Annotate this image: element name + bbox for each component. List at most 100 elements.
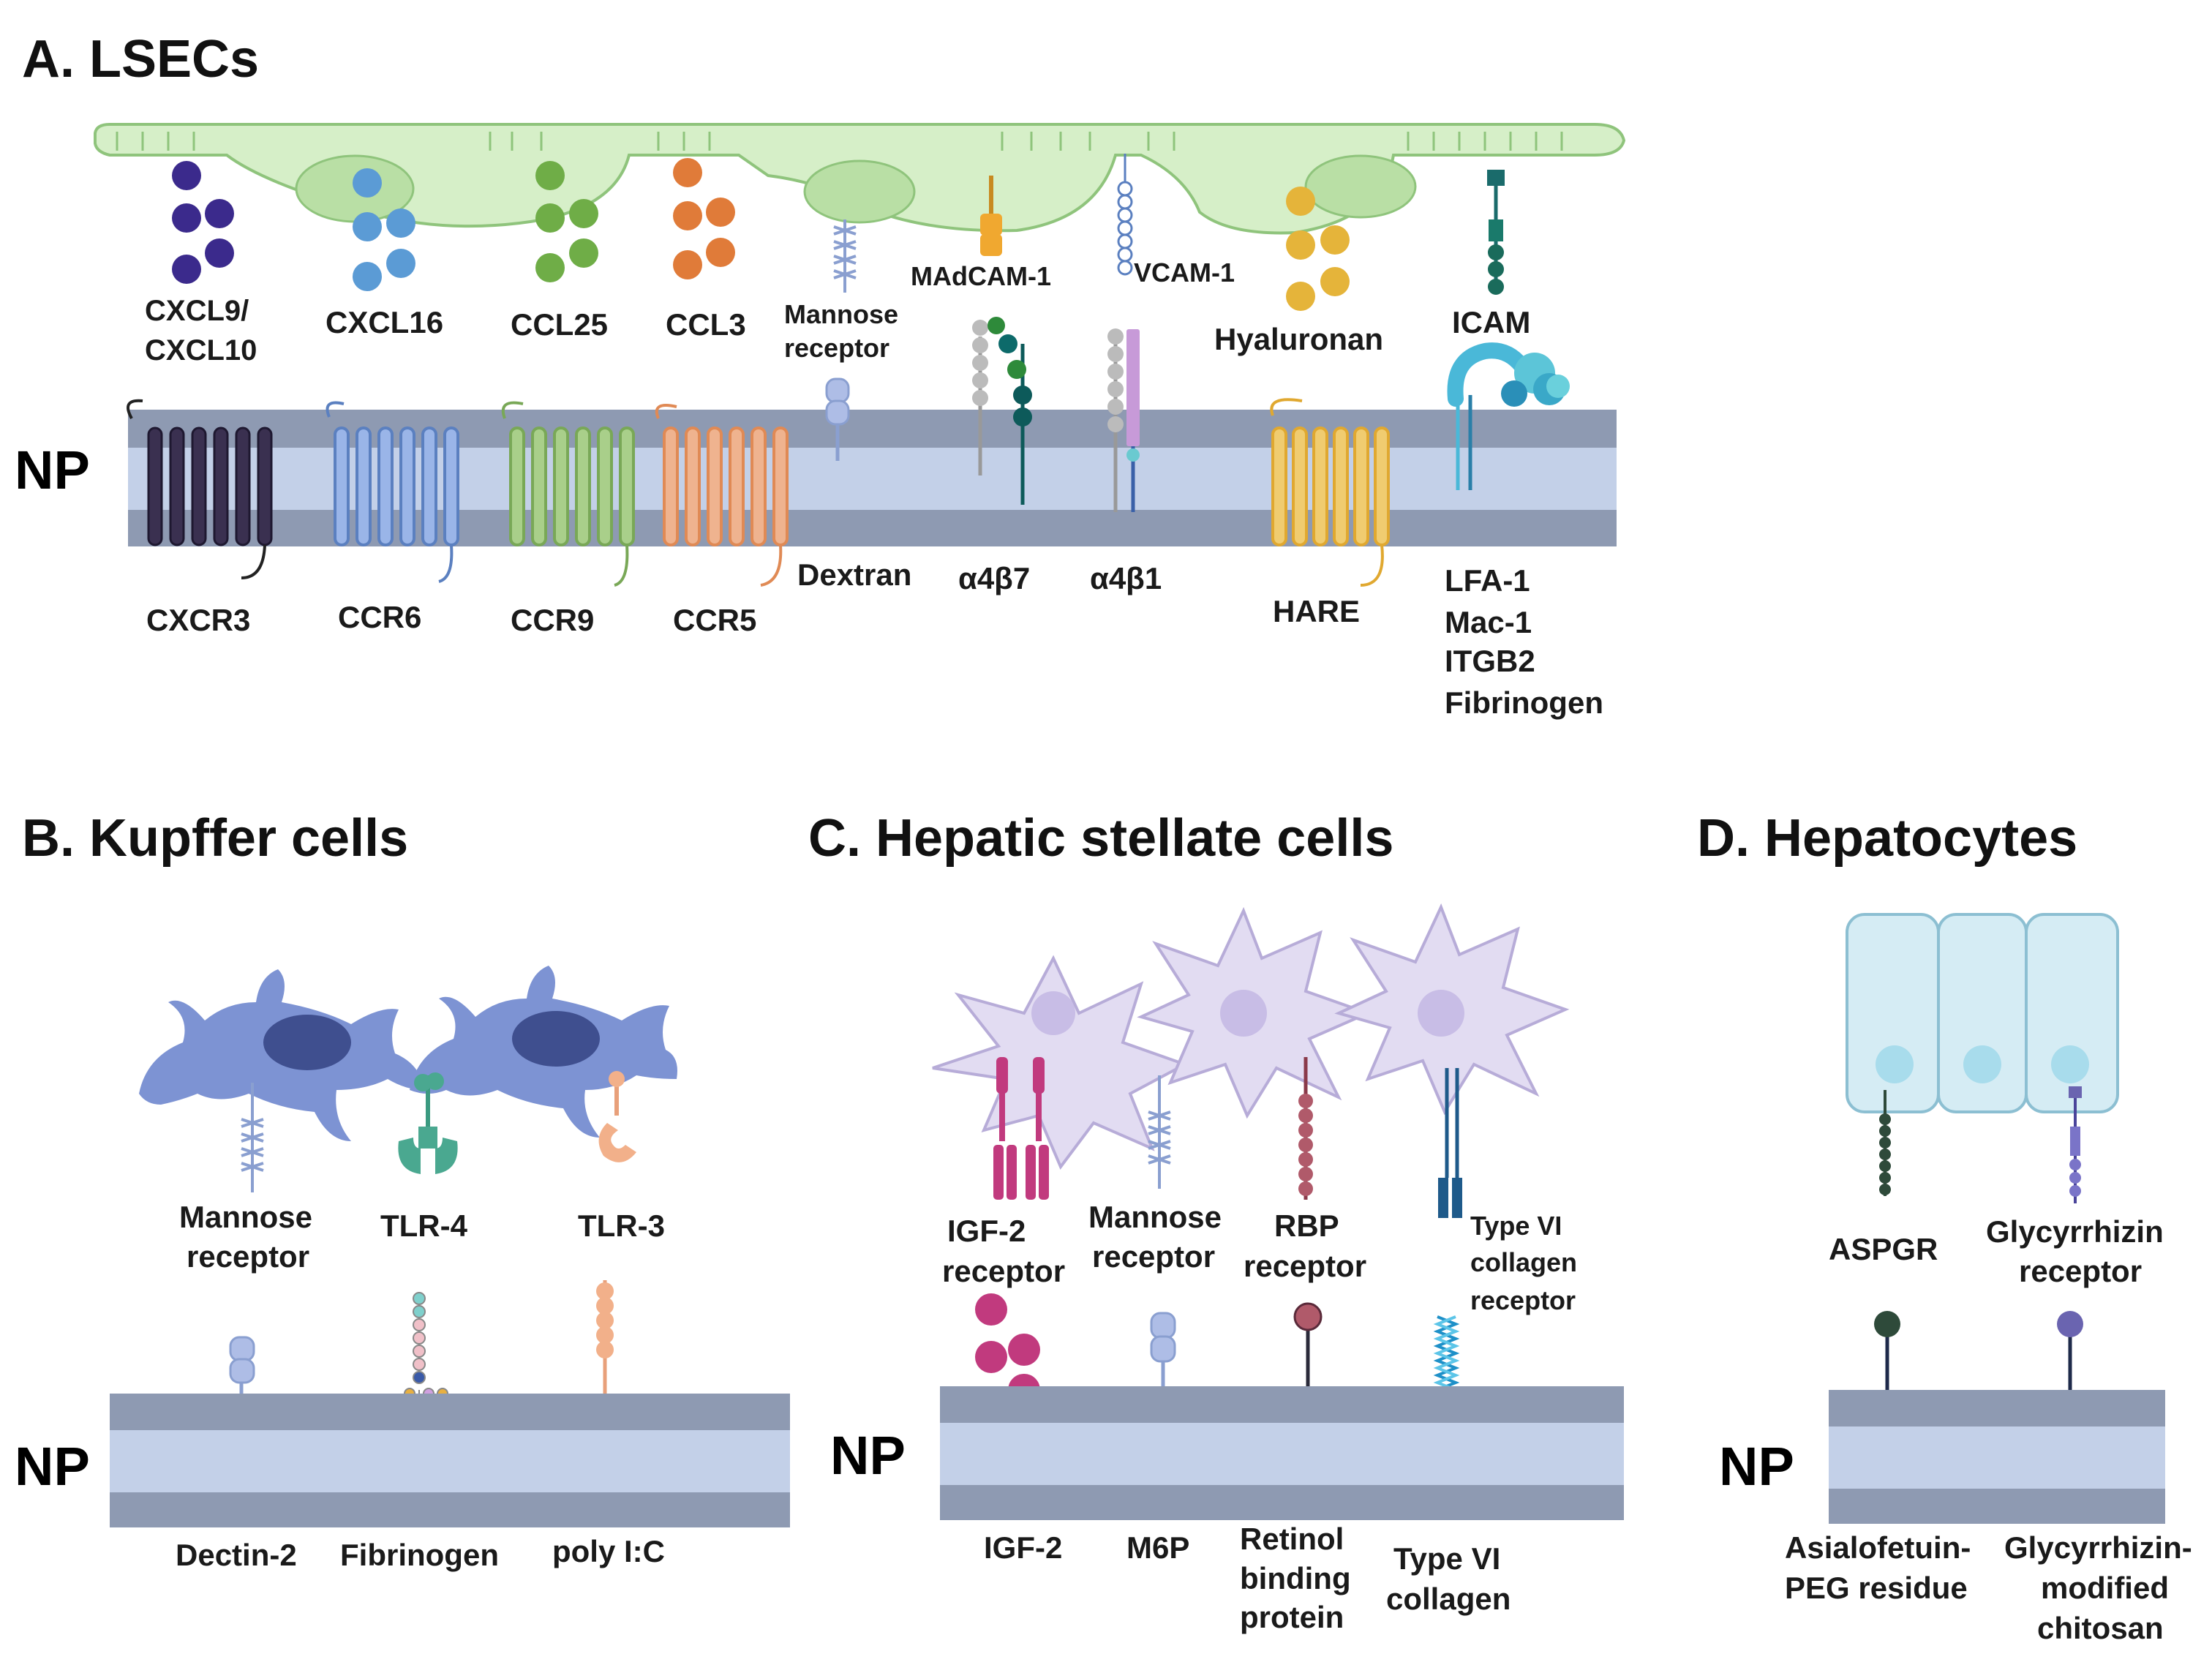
label-a4b7: α4β7 bbox=[958, 561, 1030, 595]
label-type6-2: collagen bbox=[1386, 1582, 1511, 1616]
hyaluronan-spheres bbox=[1286, 187, 1350, 311]
label-mannose-c: Mannose bbox=[1088, 1200, 1222, 1234]
stellate-cell-icon bbox=[932, 903, 1570, 1170]
label-vcam: VCAM-1 bbox=[1134, 258, 1235, 287]
panel-c-title: C. Hepatic stellate cells bbox=[808, 809, 1393, 868]
label-a4b1: α4β1 bbox=[1090, 561, 1162, 595]
np-label-a: NP bbox=[15, 440, 90, 500]
rbp-receptor-icon bbox=[1298, 1057, 1313, 1200]
label-mannose-receptor: receptor bbox=[784, 333, 889, 363]
label-hare: HARE bbox=[1273, 594, 1360, 628]
label-asialofetuin-1: Asialofetuin- bbox=[1785, 1530, 1971, 1565]
igf2-receptor-icon bbox=[993, 1057, 1049, 1200]
kupffer-cell-icon bbox=[139, 966, 677, 1141]
label-ccr5: CCR5 bbox=[673, 603, 756, 637]
panel-a-title: A. LSECs bbox=[22, 30, 259, 89]
label-icam: ICAM bbox=[1452, 305, 1530, 339]
label-dectin2: Dectin-2 bbox=[176, 1538, 297, 1572]
label-ccr9: CCR9 bbox=[511, 603, 594, 637]
label-m6p: M6P bbox=[1126, 1530, 1189, 1565]
panel-c: C. Hepatic stellate cells IGF-2 bbox=[808, 809, 1624, 1634]
label-igf2-receptor-2: receptor bbox=[942, 1254, 1065, 1288]
label-aspgr: ASPGR bbox=[1829, 1232, 1938, 1266]
m6p-icon bbox=[1150, 1312, 1176, 1394]
label-itgb2: ITGB2 bbox=[1445, 644, 1535, 678]
label-binding: binding bbox=[1240, 1561, 1351, 1595]
np-label-d: NP bbox=[1719, 1436, 1794, 1497]
label-ccl25: CCL25 bbox=[511, 307, 608, 342]
lfa1-integrin-icon bbox=[1447, 342, 1570, 490]
label-type6-1: Type VI bbox=[1393, 1541, 1500, 1576]
vcam-icon bbox=[1117, 154, 1133, 276]
hepatocyte-cell-icon bbox=[1846, 913, 2119, 1113]
np-membrane-b bbox=[110, 1394, 790, 1527]
np-membrane-a bbox=[128, 410, 1617, 546]
cxcl9-spheres bbox=[172, 161, 234, 284]
label-tlr4: TLR-4 bbox=[380, 1208, 468, 1243]
label-mac1: Mac-1 bbox=[1445, 605, 1532, 639]
label-hyaluronan: Hyaluronan bbox=[1214, 322, 1383, 356]
label-ccr6: CCR6 bbox=[338, 600, 421, 634]
label-mannose-receptor-c: receptor bbox=[1092, 1239, 1215, 1274]
a4b7-integrin-icon bbox=[972, 317, 1032, 505]
poly-ic-icon bbox=[596, 1280, 614, 1408]
type6-collagen-icon bbox=[1433, 1315, 1460, 1391]
label-cxcl16: CXCL16 bbox=[326, 305, 443, 339]
label-poly-ic: poly I:C bbox=[552, 1534, 665, 1568]
ccl3-spheres bbox=[673, 158, 735, 279]
label-fibrinogen-a: Fibrinogen bbox=[1445, 685, 1603, 720]
panel-b: B. Kupffer cells Mannose receptor TLR-4 … bbox=[15, 809, 790, 1572]
label-madcam: MAdCAM-1 bbox=[911, 261, 1051, 291]
label-cxcr3: CXCR3 bbox=[146, 603, 250, 637]
label-mannose-receptor-b: receptor bbox=[187, 1239, 309, 1274]
label-igf2-receptor-1: IGF-2 bbox=[947, 1214, 1026, 1248]
label-glycyrrhizin-mod-2: modified bbox=[2041, 1571, 2169, 1605]
mannose-receptor-c-icon bbox=[1148, 1075, 1171, 1189]
label-lfa1: LFA-1 bbox=[1445, 563, 1530, 598]
glycyrrhizin-receptor-icon bbox=[2069, 1086, 2082, 1203]
label-protein: protein bbox=[1240, 1600, 1344, 1634]
label-tlr3: TLR-3 bbox=[578, 1208, 665, 1243]
label-rbp: RBP bbox=[1274, 1208, 1339, 1243]
label-glycyrrhizin: Glycyrrhizin bbox=[1986, 1214, 2164, 1249]
np-label-c: NP bbox=[830, 1425, 906, 1486]
lsec-cell-icon bbox=[94, 123, 1626, 235]
cxcl16-spheres bbox=[353, 168, 415, 291]
tlr3-icon bbox=[598, 1071, 636, 1162]
label-glycyrrhizin-mod-1: Glycyrrhizin- bbox=[2004, 1530, 2192, 1565]
label-igf2: IGF-2 bbox=[984, 1530, 1062, 1565]
label-cxcl10: CXCL10 bbox=[145, 334, 257, 366]
label-mannose-b: Mannose bbox=[179, 1200, 312, 1234]
madcam-icon bbox=[980, 176, 1002, 256]
label-collagen-r-3: receptor bbox=[1470, 1285, 1576, 1315]
a4b1-integrin-icon bbox=[1107, 328, 1140, 512]
aspgr-icon bbox=[1879, 1090, 1891, 1196]
panel-a: A. LSECs bbox=[15, 30, 1626, 720]
dextran-icon bbox=[825, 377, 850, 461]
label-dextran: Dextran bbox=[797, 557, 911, 592]
np-label-b: NP bbox=[15, 1436, 90, 1497]
label-mannose: Mannose bbox=[784, 299, 898, 329]
label-fibrinogen-b: Fibrinogen bbox=[340, 1538, 499, 1572]
label-cxcl9: CXCL9/ bbox=[145, 295, 249, 327]
collagen-receptor-icon bbox=[1438, 1068, 1462, 1218]
hare-receptor-icon bbox=[1270, 398, 1390, 587]
cxcr3-gpcr-icon bbox=[127, 399, 273, 579]
ccr9-gpcr-icon bbox=[501, 401, 635, 587]
label-ccl3: CCL3 bbox=[666, 307, 746, 342]
tlr4-icon bbox=[398, 1072, 458, 1174]
mannose-receptor-icon bbox=[833, 219, 857, 293]
panel-d-title: D. Hepatocytes bbox=[1697, 809, 2077, 868]
retinol-binding-protein-icon bbox=[1293, 1302, 1323, 1397]
panel-b-title: B. Kupffer cells bbox=[22, 809, 408, 868]
mannose-receptor-b-icon bbox=[241, 1083, 264, 1192]
label-collagen-r-1: Type VI bbox=[1470, 1211, 1562, 1241]
ccr5-gpcr-icon bbox=[655, 404, 789, 587]
label-collagen-r-2: collagen bbox=[1470, 1247, 1577, 1277]
label-glycyrrhizin-mod-3: chitosan bbox=[2037, 1611, 2164, 1645]
ccl25-spheres bbox=[535, 161, 598, 282]
np-membrane-d bbox=[1829, 1390, 2165, 1524]
dectin2-icon bbox=[229, 1336, 255, 1416]
ccr6-gpcr-icon bbox=[326, 401, 459, 583]
